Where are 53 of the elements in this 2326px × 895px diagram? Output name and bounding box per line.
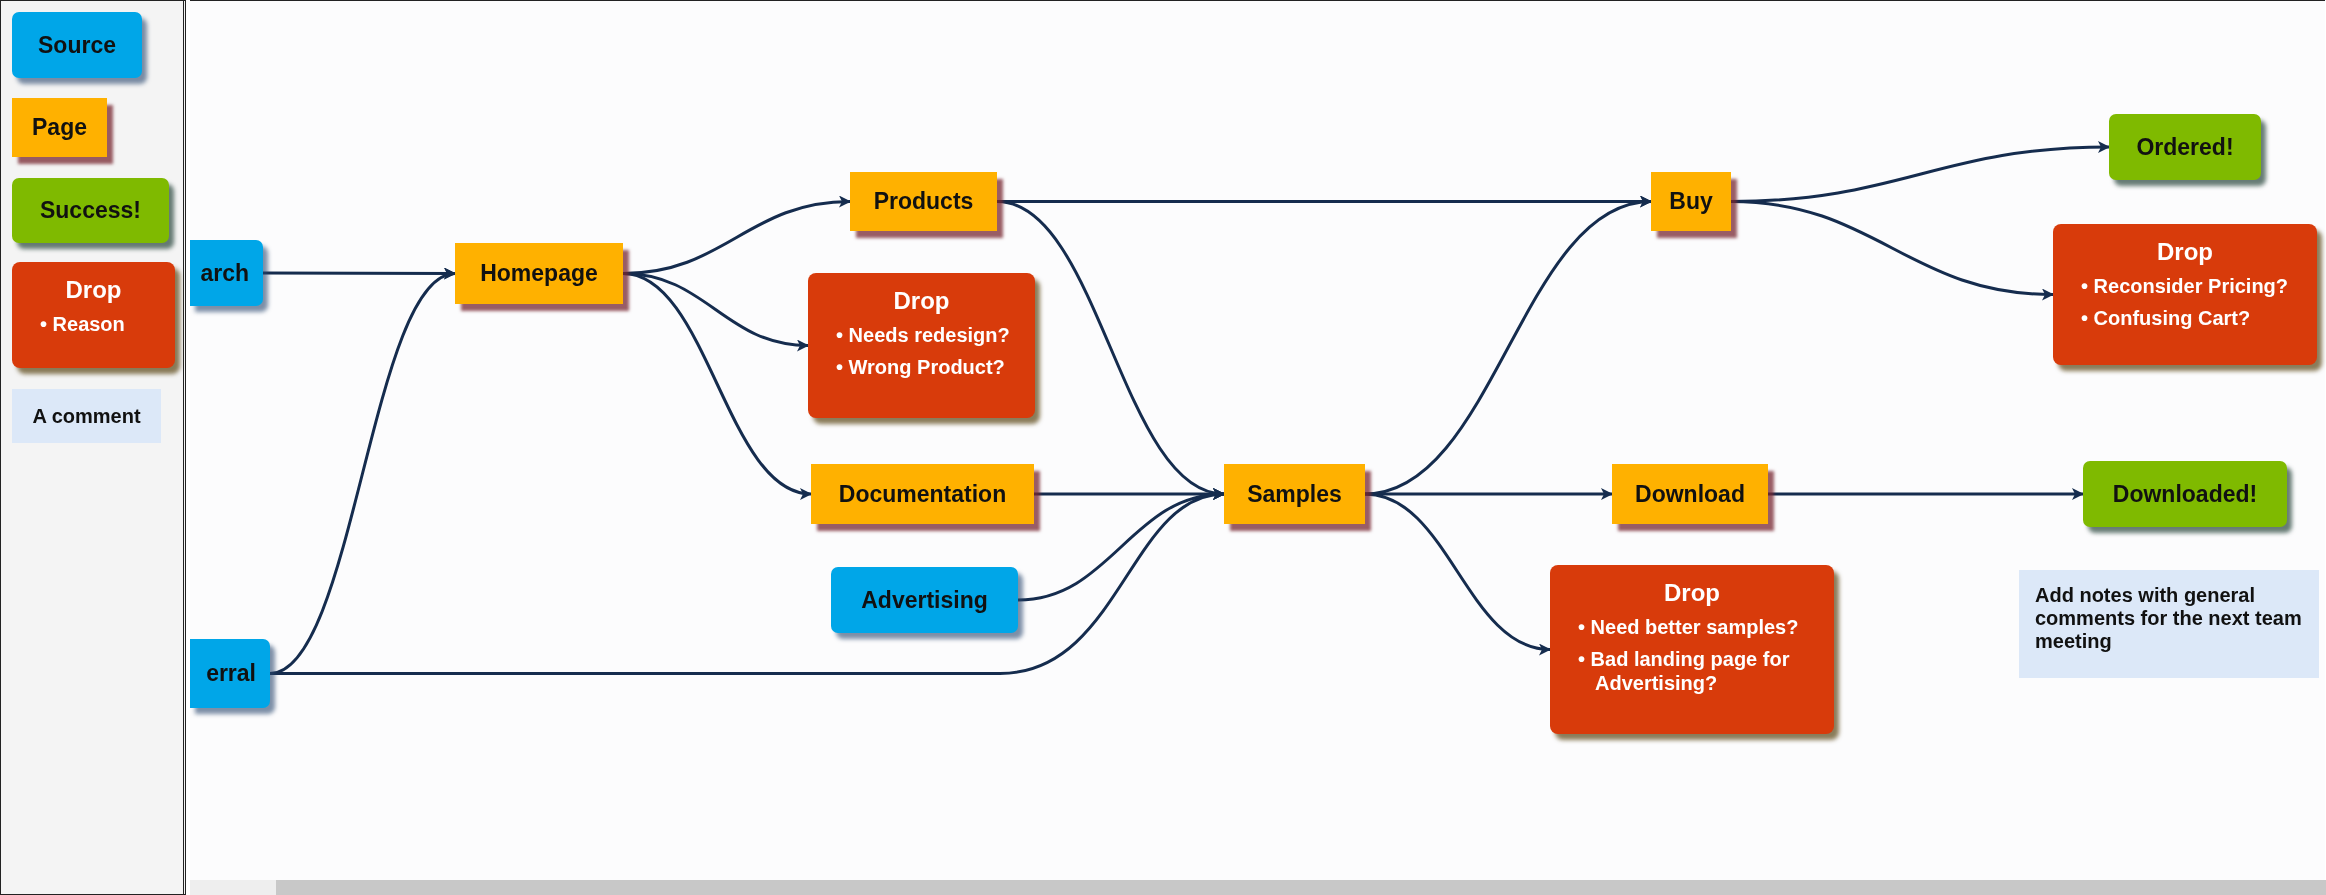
drop-heading: Drop [2157, 238, 2213, 266]
reason-item: • Wrong Product? [836, 355, 1006, 379]
reason-item: • Reason [40, 312, 126, 336]
node-label: Page [32, 114, 87, 141]
page-box [455, 243, 623, 304]
arrow [622, 272, 812, 498]
node-label: Samples [1247, 480, 1342, 508]
arrow [1768, 488, 2084, 500]
page-box [811, 464, 1034, 524]
node-label: Download [1635, 480, 1745, 508]
source-card [190, 240, 263, 306]
drop-card [1550, 565, 1834, 734]
page-box [1612, 464, 1768, 524]
comment-note [2019, 570, 2319, 678]
node-label: arch [200, 259, 249, 287]
node-label: Ordered! [2136, 133, 2234, 161]
node-label: A comment [32, 404, 141, 428]
node-label: erral [206, 660, 256, 687]
source-card [190, 639, 270, 708]
drop-heading: Drop [1664, 579, 1720, 607]
drop-heading: Drop [893, 287, 950, 315]
node-label: Documentation [838, 480, 1007, 508]
success-card [2109, 114, 2261, 180]
arrow [1364, 197, 1652, 496]
arrow [1364, 492, 1551, 654]
reason-item: • Confusing Cart? [2081, 306, 2252, 330]
node-label: Advertising [861, 586, 988, 614]
page-box [1651, 172, 1731, 231]
node-label: Add notes with general comments for the next team meeting [2035, 584, 2303, 653]
node-label: Buy [1669, 188, 1713, 215]
node-label: Products [873, 188, 974, 215]
drop-card [2053, 224, 2317, 365]
reason-item: • Need better samples? [1578, 615, 1800, 639]
page-card [12, 98, 107, 157]
reason-item: • Bad landing page for Advertising? [1578, 647, 1791, 695]
drop-card [808, 273, 1035, 418]
reason-item: • Reconsider Pricing? [2081, 274, 2290, 298]
node-label: Homepage [480, 260, 598, 287]
node-label: Downloaded! [2112, 480, 2258, 508]
source-card [831, 567, 1018, 633]
page-box [850, 172, 997, 231]
comment-note [12, 389, 161, 443]
drop-card [12, 262, 175, 368]
node-label: Source [38, 31, 116, 59]
arrow [1730, 200, 2054, 300]
page-box [1224, 464, 1365, 524]
drop-heading: Drop [65, 276, 122, 304]
reason-item: • Needs redesign? [836, 323, 1011, 347]
success-card [12, 178, 169, 243]
arrow [1017, 489, 1225, 602]
node-label: Success! [40, 197, 141, 224]
source-card [12, 12, 142, 78]
success-card [2083, 461, 2287, 527]
